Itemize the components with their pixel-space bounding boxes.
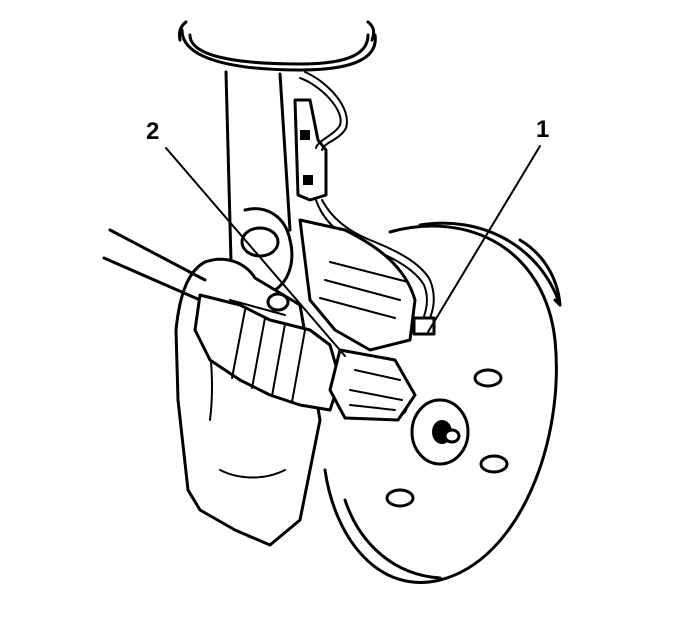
callout-2-leader xyxy=(165,147,346,357)
drive-axle-icon xyxy=(102,228,417,422)
callout-label-2: 2 xyxy=(146,118,160,145)
wheel-hub-icon xyxy=(410,398,470,466)
callout-leaders xyxy=(165,145,541,357)
brake-caliper-icon xyxy=(298,218,417,352)
coil-spring-icon xyxy=(178,20,377,72)
callout-1-leader xyxy=(427,145,541,333)
callout-label-1: 1 xyxy=(536,116,550,143)
